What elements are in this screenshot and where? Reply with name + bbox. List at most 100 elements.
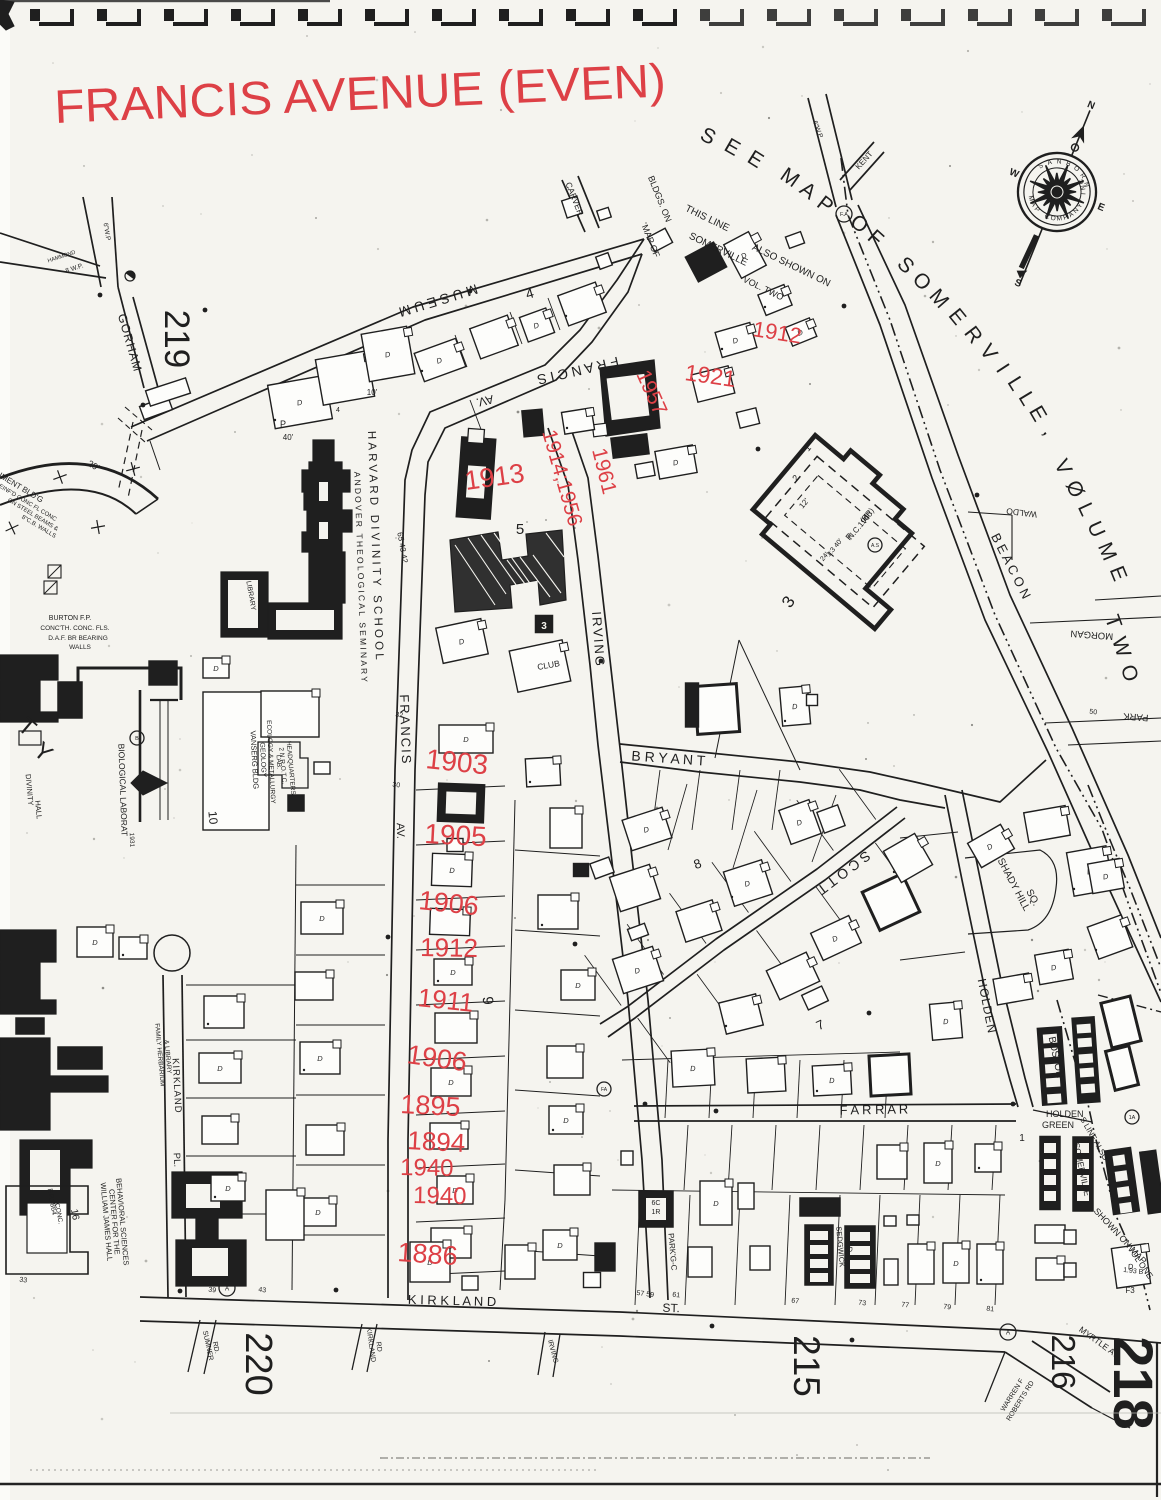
svg-text:77: 77 bbox=[901, 1302, 910, 1310]
svg-text:D: D bbox=[317, 1054, 323, 1063]
svg-text:Y: Y bbox=[1076, 202, 1085, 210]
svg-text:D: D bbox=[319, 914, 325, 923]
svg-text:4: 4 bbox=[336, 407, 340, 414]
svg-text:D: D bbox=[384, 350, 391, 360]
svg-text:CONC'TH. CONC. FLS.: CONC'TH. CONC. FLS. bbox=[40, 625, 109, 632]
svg-text:N: N bbox=[1072, 207, 1080, 215]
svg-text:D: D bbox=[672, 458, 679, 468]
svg-text:O: O bbox=[1116, 662, 1143, 684]
svg-text:N: N bbox=[1057, 158, 1062, 165]
svg-text:219: 219 bbox=[157, 310, 196, 368]
svg-text:D: D bbox=[739, 250, 749, 261]
svg-text:B R Y A N T: B R Y A N T bbox=[631, 747, 706, 768]
svg-text:I: I bbox=[1080, 193, 1087, 195]
svg-text:FRANCIS: FRANCIS bbox=[397, 694, 414, 766]
svg-text:24': 24' bbox=[819, 551, 830, 562]
svg-text:A: A bbox=[1047, 159, 1054, 167]
svg-text:D: D bbox=[315, 1208, 321, 1217]
svg-text:KIRKLAND: KIRKLAND bbox=[170, 1058, 184, 1114]
svg-text:P: P bbox=[1033, 206, 1041, 214]
svg-text:ECOLOGY & METALLURGY: ECOLOGY & METALLURGY bbox=[265, 720, 276, 804]
svg-text:D: D bbox=[985, 841, 995, 852]
svg-text:F.P.1864: F.P.1864 bbox=[46, 1188, 58, 1216]
svg-text:FA: FA bbox=[601, 1087, 608, 1093]
svg-text:D: D bbox=[1127, 1262, 1134, 1272]
svg-text:3: 3 bbox=[541, 621, 547, 632]
svg-text:MORGAN: MORGAN bbox=[1070, 628, 1114, 642]
svg-text:R: R bbox=[1078, 172, 1087, 180]
svg-text:D: D bbox=[458, 636, 466, 646]
svg-text:D: D bbox=[225, 1184, 231, 1193]
svg-text:1940: 1940 bbox=[400, 1154, 454, 1182]
svg-text:D: D bbox=[796, 327, 805, 338]
svg-text:1912: 1912 bbox=[420, 932, 478, 963]
svg-text:1A: 1A bbox=[1129, 1115, 1136, 1121]
svg-text:LAB.: LAB. bbox=[275, 755, 283, 770]
svg-text:ST.: ST. bbox=[662, 1301, 680, 1315]
svg-text:2 N.R.O.T.C.: 2 N.R.O.T.C. bbox=[277, 747, 287, 785]
svg-text:BURTON F.P.: BURTON F.P. bbox=[49, 615, 91, 622]
svg-text:D: D bbox=[427, 1258, 433, 1267]
svg-text:D: D bbox=[532, 320, 541, 331]
svg-text:40': 40' bbox=[283, 433, 294, 442]
svg-text:1R: 1R bbox=[652, 1209, 661, 1216]
svg-text:1.93 B: 1.93 B bbox=[1123, 1267, 1144, 1276]
svg-text:61: 61 bbox=[672, 1292, 681, 1300]
svg-text:1: 1 bbox=[1019, 1133, 1025, 1144]
svg-text:VANSERG BLDG: VANSERG BLDG bbox=[248, 730, 260, 789]
svg-text:F3: F3 bbox=[1125, 1286, 1135, 1295]
svg-text:AV.: AV. bbox=[394, 823, 407, 839]
svg-text:HOLDEN: HOLDEN bbox=[1046, 1109, 1084, 1119]
svg-text:1894: 1894 bbox=[407, 1125, 466, 1158]
svg-text:F A R R A R: F A R R A R bbox=[839, 1101, 908, 1117]
svg-text:D: D bbox=[452, 1186, 458, 1195]
svg-text:D: D bbox=[1050, 963, 1057, 973]
svg-text:S: S bbox=[1037, 162, 1045, 171]
svg-text:PARK: PARK bbox=[1122, 710, 1149, 723]
svg-text:10': 10' bbox=[367, 388, 378, 397]
svg-text:A: A bbox=[1006, 1329, 1011, 1336]
svg-text:79: 79 bbox=[943, 1304, 952, 1312]
svg-text:F.A: F.A bbox=[840, 212, 848, 218]
svg-text:D: D bbox=[731, 335, 739, 345]
svg-text:& LIBRARY: & LIBRARY bbox=[163, 1040, 173, 1075]
svg-text:1: 1 bbox=[802, 443, 813, 453]
svg-text:O: O bbox=[1050, 215, 1056, 223]
svg-text:1906: 1906 bbox=[417, 885, 480, 921]
svg-text:RD: RD bbox=[845, 1241, 855, 1253]
svg-text:CLUB: CLUB bbox=[536, 658, 560, 672]
svg-text:D: D bbox=[642, 824, 650, 834]
svg-text:1911: 1911 bbox=[416, 982, 475, 1018]
svg-text:50: 50 bbox=[1089, 709, 1098, 717]
svg-text:C: C bbox=[1078, 178, 1086, 185]
svg-text:M: M bbox=[1027, 195, 1035, 202]
svg-text:BIOLOGICAL LABORAT: BIOLOGICAL LABORAT bbox=[116, 743, 129, 836]
svg-text:AV.: AV. bbox=[475, 392, 495, 410]
svg-text:E: E bbox=[1096, 201, 1107, 214]
svg-text:D: D bbox=[217, 1064, 223, 1073]
svg-text:CONC.: CONC. bbox=[53, 1203, 64, 1225]
svg-text:1886: 1886 bbox=[397, 1237, 459, 1271]
svg-text:1895: 1895 bbox=[400, 1089, 462, 1122]
svg-text:HALL: HALL bbox=[33, 800, 44, 819]
svg-text:16: 16 bbox=[68, 1208, 81, 1221]
svg-text:RD.: RD. bbox=[211, 1341, 220, 1354]
svg-text:33: 33 bbox=[19, 1277, 28, 1285]
svg-text:D: D bbox=[633, 965, 641, 975]
svg-text:D: D bbox=[935, 1159, 941, 1168]
svg-text:D: D bbox=[213, 664, 219, 673]
svg-text:B: B bbox=[1065, 160, 1072, 168]
svg-text:M: M bbox=[1056, 215, 1062, 222]
svg-text:8: 8 bbox=[691, 855, 703, 872]
svg-text:K I R K L A N D: K I R K L A N D bbox=[408, 1292, 497, 1309]
svg-text:W: W bbox=[1007, 167, 1020, 181]
svg-text:C: C bbox=[1043, 213, 1050, 221]
svg-text:39: 39 bbox=[208, 1287, 217, 1295]
svg-text:D: D bbox=[92, 938, 98, 947]
svg-text:A: A bbox=[1029, 201, 1038, 209]
svg-text:D: D bbox=[435, 355, 444, 366]
svg-text:10: 10 bbox=[205, 810, 220, 825]
svg-text:WALLS: WALLS bbox=[69, 644, 91, 651]
svg-text:30: 30 bbox=[392, 782, 401, 790]
svg-text:GEOLOGY: GEOLOGY bbox=[258, 742, 267, 778]
